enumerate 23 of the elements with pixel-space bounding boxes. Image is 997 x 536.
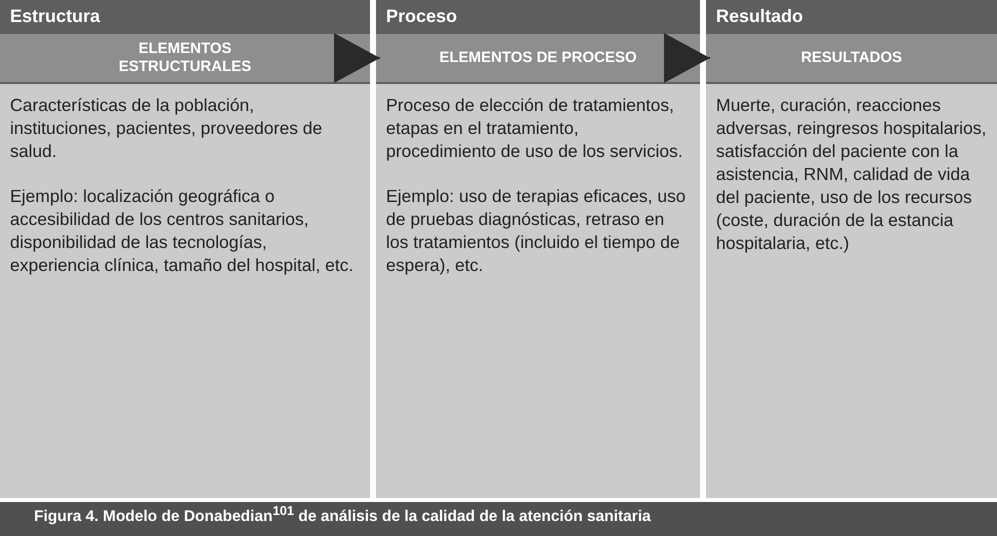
description-text: Características de la población, instituciones, pacientes, proveedores de salud. xyxy=(10,94,324,163)
section-heading: ELEMENTOS ESTRUCTURALES xyxy=(118,40,252,76)
content-panel xyxy=(376,84,700,498)
subheader-band xyxy=(706,34,997,82)
column-heading: Resultado xyxy=(716,6,804,27)
description-text: Ejemplo: uso de terapias eficaces, uso de pruebas diagnósticas, retraso en los tratamientos (incluido el tiempo de espera), etc. xyxy=(386,185,687,277)
content-panel xyxy=(706,84,997,498)
figure-caption: Figura 4. Modelo de Donabedian$^{101}$ de análisis de la calidad de la atención sanitaria xyxy=(34,502,652,526)
arrow xyxy=(664,33,710,83)
subheader-band xyxy=(376,34,700,82)
column-panel xyxy=(706,0,997,498)
description-text: Proceso de elección de tratamientos, etapas en el tratamiento, procedimiento de uso de los servicios. xyxy=(386,94,684,163)
subheader-band xyxy=(0,34,370,82)
arrow xyxy=(334,33,380,83)
section-heading: ELEMENTOS DE PROCESO xyxy=(439,49,637,67)
description-text: Muerte, curación, reacciones adversas, reingresos hospitalarios, satisfacción del paciente con la asistencia, RNM, calidad de vida del paciente, uso de los recursos (coste, duración de la estancia hospitalaria, etc.) xyxy=(716,94,987,255)
content-panel xyxy=(0,84,370,498)
column-panel xyxy=(376,0,700,498)
column-heading: Estructura xyxy=(10,6,100,27)
section-heading: RESULTADOS xyxy=(800,49,902,67)
description-text: Ejemplo: localización geográfica o accesibilidad de los centros sanitarios, disponibilidad de las tecnologías, experiencia clínica, tamaño del hospital, etc. xyxy=(10,185,354,277)
column-panel xyxy=(0,0,370,498)
column-heading: Proceso xyxy=(386,6,458,27)
